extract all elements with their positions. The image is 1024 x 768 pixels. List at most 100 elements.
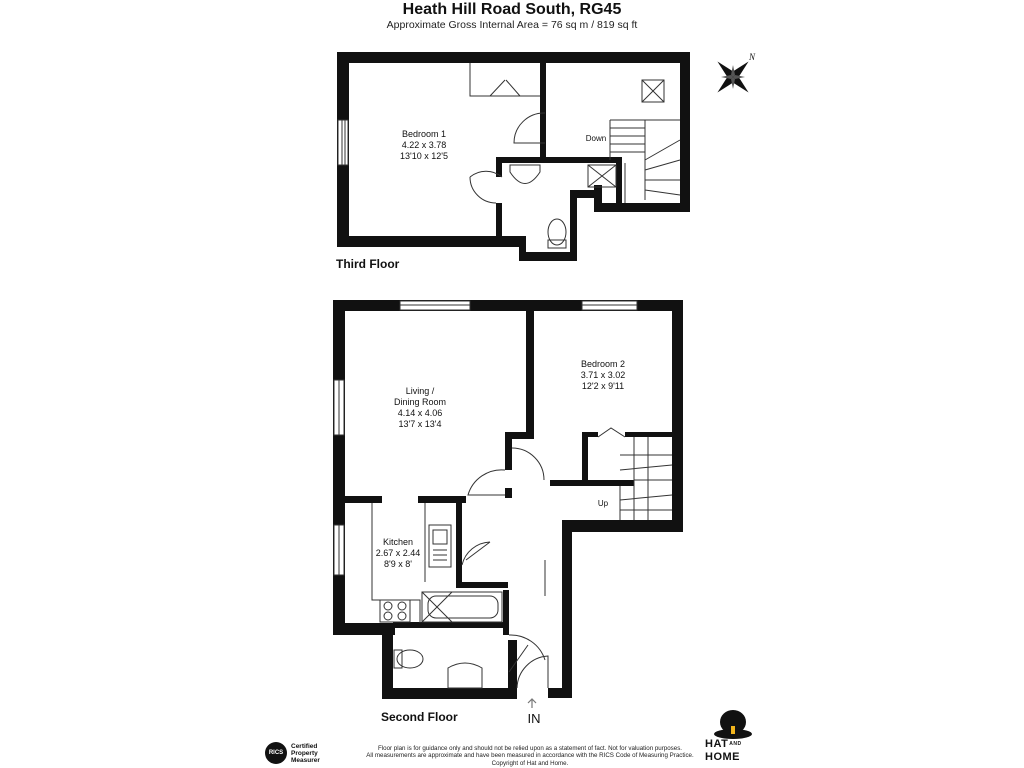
third-floor-plan <box>337 52 690 261</box>
third-floor-details <box>337 63 681 249</box>
rics-line1: Certified <box>291 743 318 750</box>
third-floor-label: Third Floor <box>336 257 400 271</box>
wall <box>519 252 577 261</box>
wall <box>625 432 672 437</box>
wall <box>393 622 503 628</box>
wall <box>333 300 683 311</box>
toilet <box>396 649 424 669</box>
entrance-arrow-icon <box>527 698 537 708</box>
door-swing <box>467 469 506 496</box>
wall <box>503 590 509 635</box>
window <box>337 119 349 166</box>
bowler-hat-icon <box>714 710 752 739</box>
plan-area-subtitle: Approximate Gross Internal Area = 76 sq … <box>386 19 638 31</box>
wall <box>382 688 517 699</box>
wall <box>672 300 683 532</box>
wall <box>505 488 512 498</box>
door-swing <box>511 447 545 481</box>
wall <box>418 496 466 503</box>
hob <box>379 599 411 623</box>
logo-word-hat: HATAND <box>705 738 742 750</box>
rics-line3: Measurer <box>291 757 320 764</box>
wall <box>596 203 690 212</box>
wall <box>582 432 598 437</box>
bedroom2-imperial: 12'2 x 9'11 <box>582 381 624 391</box>
wall <box>548 688 572 698</box>
shower-tray <box>587 164 617 188</box>
basin <box>509 164 541 184</box>
wall <box>562 520 683 532</box>
wall <box>456 503 462 588</box>
hat-and-home-logo: HATAND HOME <box>705 708 757 768</box>
living-name-line2: Dining Room <box>394 397 446 407</box>
rics-certification: RICS Certified Property Measurer <box>265 742 345 766</box>
roof-window <box>641 79 665 103</box>
wall <box>496 157 616 163</box>
living-name-line1: Living / <box>406 386 435 396</box>
wall <box>680 52 690 212</box>
wall <box>496 203 502 238</box>
wall <box>616 157 622 203</box>
wardrobe <box>597 427 626 438</box>
wall <box>505 432 534 439</box>
bedroom1-name: Bedroom 1 <box>402 129 446 139</box>
stairs-down-label: Down <box>586 134 606 143</box>
wall <box>496 157 502 177</box>
wardrobe <box>469 63 540 97</box>
disclaimer: Floor plan is for guidance only and shou… <box>340 745 720 767</box>
wall <box>340 496 382 503</box>
staircase <box>619 437 673 520</box>
rics-text: Certified Property Measurer <box>291 743 320 764</box>
door-swing <box>513 112 546 144</box>
compass-icon <box>717 61 749 93</box>
bath <box>421 591 503 623</box>
disclaimer-line1: Floor plan is for guidance only and shou… <box>377 745 683 752</box>
wall <box>519 236 526 261</box>
bedroom1-imperial: 13'10 x 12'5 <box>400 151 448 161</box>
wall <box>582 432 588 480</box>
wall <box>574 190 602 198</box>
stairs-up-label: Up <box>598 499 609 508</box>
bedroom2-metric: 3.71 x 3.02 <box>581 370 626 380</box>
second-floor-details <box>333 300 673 689</box>
rics-line2: Property <box>291 750 318 757</box>
wall <box>562 520 572 698</box>
wall <box>456 582 508 588</box>
kitchen-name: Kitchen <box>383 537 413 547</box>
door-swing <box>469 170 503 204</box>
wall <box>550 480 634 486</box>
wall <box>508 640 517 699</box>
second-floor-label: Second Floor <box>381 710 458 724</box>
bedroom2-name: Bedroom 2 <box>581 359 625 369</box>
kitchen-imperial: 8'9 x 8' <box>384 559 412 569</box>
living-imperial: 13'7 x 13'4 <box>399 419 442 429</box>
disclaimer-line2: All measurements are approximate and hav… <box>366 752 694 760</box>
plan-title: Heath Hill Road South, RG45 <box>402 1 622 18</box>
wall <box>333 300 345 635</box>
kitchen-metric: 2.67 x 2.44 <box>376 548 421 558</box>
second-floor-plan <box>333 300 683 699</box>
door-swing <box>516 655 549 689</box>
entrance-label: IN <box>528 711 541 726</box>
wall <box>337 236 519 247</box>
wall <box>333 623 395 635</box>
wall <box>505 432 512 470</box>
toilet <box>547 218 567 246</box>
wall <box>544 122 608 127</box>
wall <box>540 55 546 157</box>
living-metric: 4.14 x 4.06 <box>398 408 443 418</box>
rics-badge: RICS <box>265 742 287 764</box>
disclaimer-line3: Copyright of Hat and Home. <box>491 759 569 767</box>
staircase <box>609 119 681 203</box>
wall <box>337 52 690 63</box>
bedroom1-metric: 4.22 x 3.78 <box>402 140 447 150</box>
wall <box>594 185 602 212</box>
sink <box>428 524 452 568</box>
compass-north-label: N <box>748 52 756 62</box>
wall <box>526 305 534 435</box>
door-swing <box>508 634 546 673</box>
door-swing <box>461 541 491 566</box>
wall <box>570 190 577 260</box>
basin <box>447 662 483 689</box>
